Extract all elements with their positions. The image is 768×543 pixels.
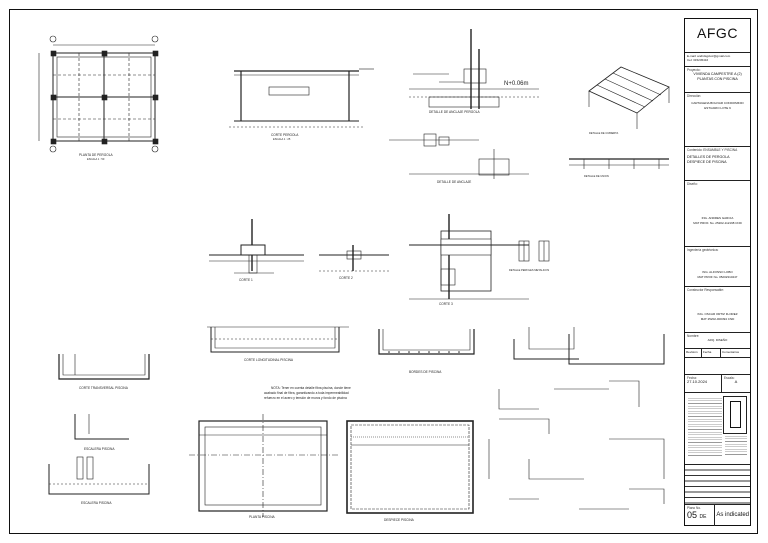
direccion-value: CARTAGENA BOLIVAR CONDOMINIO ESTUARIO LO… [691, 101, 744, 110]
corte-3-drawing [409, 214, 529, 300]
nombre-label: Nombre: [687, 334, 700, 338]
legend-block [724, 434, 747, 456]
empty-rows [685, 465, 750, 505]
label-bordes-piscina: BORDES DE PISCINA [409, 370, 442, 374]
detalle-perfiles-drawing [518, 240, 550, 262]
bordes-piscina-drawing [378, 329, 475, 355]
label-nota-2: acabado final de fibra, garantizando a t… [264, 391, 349, 395]
fecha-header: Fecha [702, 349, 721, 357]
label-corte-3: CORTE 3 [439, 302, 453, 306]
label-detalle-perfiles: DETALLE PERFILES METALICOS [509, 268, 549, 272]
constructor-name: ING. OSCAR ORTIZ FLOREZ [697, 312, 738, 317]
contenido-label: Contenido: ENSAMBLE Y PISCINA [687, 148, 738, 152]
disenio-label: Diseño: [687, 182, 698, 186]
contenido-cell: Contenido: ENSAMBLE Y PISCINA DETALLES D… [685, 147, 750, 181]
proyecto-cell: Proyecto: VIVIENDA CAMPESTRE A (2) PLANT… [685, 67, 750, 93]
ingenieria-mat: MAT PROF No. 05202310447 [697, 274, 738, 279]
nombre-value: ARQ. DISEÑO [707, 338, 728, 343]
detalle-union-drawing [389, 133, 529, 179]
escala-label: Escala: [724, 376, 735, 380]
label-despiece-piscina: DESPIECE PISCINA [384, 518, 415, 522]
label-corte-2: CORTE 2 [339, 276, 353, 280]
ingenieria-name: ING. ALFONSO LOBO [702, 270, 733, 275]
label-planta-pergola: PLANTA DE PERGOLA [79, 153, 113, 157]
comentarios-header: Comentarios [722, 350, 740, 354]
label-escala-planta: ESCALA 1 : 50 [87, 157, 105, 161]
contenido-value: DETALLES DE PERGOLA DESPIECE DE PISCINA [687, 155, 730, 164]
title-block: AFGC E-mail: andrdsgctoz@gmail.com Cel: … [684, 18, 751, 526]
nombre-cell: Nombre: ARQ. DISEÑO [685, 333, 750, 349]
despiece-detalles-drawing [488, 327, 665, 510]
label-nota-3: refuerzo en el acero y tensión de muros … [264, 396, 347, 400]
corte-transversal-piscina-drawing [58, 354, 150, 380]
detalle-anclaje-drawing [409, 29, 539, 109]
notes-block [688, 396, 723, 456]
scale-note: As indicated [716, 512, 749, 518]
drawing-area: PLANTA DE PERGOLA ESCALA 1 : 50 CORTE PE… [38, 29, 670, 522]
corte-2-drawing [319, 245, 389, 272]
label-escalera-2: ESCALERA PISCINA [81, 501, 112, 505]
phone-text: Cel: 315245416 [687, 58, 709, 63]
email-text: E-mail: andrdsgctoz@gmail.com [687, 54, 731, 58]
direccion-cell: Dirección: CARTAGENA BOLIVAR CONDOMINIO … [685, 93, 750, 147]
label-corte-pergola: CORTE PERGOLA [271, 133, 299, 137]
escalera-piscina-drawing [48, 414, 150, 495]
disenio-name: ING. ANDRES GARCIA [701, 216, 734, 221]
constructor-cell: Constructor Responsable: ING. OSCAR ORTI… [685, 287, 750, 333]
sheet-of: DE [699, 514, 707, 521]
corte-pergola-drawing [229, 68, 374, 128]
proyecto-label: Proyecto: [687, 68, 701, 72]
location-map-cell [685, 393, 750, 465]
corte-longitudinal-piscina-drawing [207, 326, 349, 353]
proyecto-value: VIVIENDA CAMPESTRE A (2) PLANTAS CON PIS… [693, 72, 742, 81]
label-detalle-cubierta: DETALLE DE CUBIERTA [589, 131, 619, 135]
label-corte-transversal: CORTE TRANSVERSAL PISCINA [79, 386, 129, 390]
label-detalle-anclaje-1: DETALLE DE ANCLAJE PERGOLA [429, 110, 480, 114]
label-detalle-anclaje-2: DETALLE DE ANCLAJE [437, 180, 471, 184]
fecha-value: 27.10.2024 [687, 379, 708, 385]
label-planta-piscina: PLANTA PISCINA [249, 515, 275, 519]
label-escalera-1: ESCALERA PISCINA [84, 447, 115, 451]
planta-piscina-drawing [189, 414, 339, 517]
disenio-mat: MAT PROF. No. 25202-112198 CND [693, 220, 742, 225]
fecha-escala-cell: Fecha: 27.10.2024 Escala: A [685, 375, 750, 393]
label-corte-longitudinal: CORTE LONGITUDINAL PISCINA [244, 358, 294, 362]
drawing-sheet-border [9, 9, 758, 534]
sheet-label: Plano No. [687, 506, 701, 510]
label-elevation: N+0.06m [504, 81, 529, 87]
sheet-number-cell: Plano No. 05 DE 3 As indicated [685, 505, 750, 526]
label-escala-corte-pergola: ESCALA 1 : 25 [273, 137, 291, 141]
constructor-mat: MAT 25202-000394 CND [700, 316, 735, 321]
label-nota-1: NOTA: Tener en cuenta detalle fibra pisc… [271, 386, 351, 390]
company-logo: AFGC [685, 19, 750, 53]
despiece-piscina-drawing [346, 420, 474, 514]
constructor-label: Constructor Responsable: [687, 288, 724, 292]
disenio-cell: Diseño: ING. ANDRES GARCIA MAT PROF. No.… [685, 181, 750, 247]
revisiones-table: Revisión Fecha Comentarios [685, 349, 750, 375]
revision-header: Revisión [685, 349, 702, 357]
planta-pergola-drawing [38, 35, 159, 153]
contact-info: E-mail: andrdsgctoz@gmail.com Cel: 31524… [685, 53, 750, 67]
sheet-number: 05 [687, 510, 698, 521]
detalle-cubierta-drawing [569, 66, 670, 169]
fecha-label: Fecha: [687, 376, 697, 380]
ingenieria-label: Ingeniería geotécnica: [687, 248, 719, 252]
label-corte-1: CORTE 1 [239, 278, 253, 282]
label-detalle-union: DETALLE DE UNION [584, 174, 609, 178]
direccion-label: Dirección: [687, 94, 702, 98]
corte-1-drawing [209, 219, 304, 274]
location-map [722, 396, 747, 434]
escala-value: A [734, 379, 738, 385]
ingenieria-cell: Ingeniería geotécnica: ING. ALFONSO LOBO… [685, 247, 750, 287]
